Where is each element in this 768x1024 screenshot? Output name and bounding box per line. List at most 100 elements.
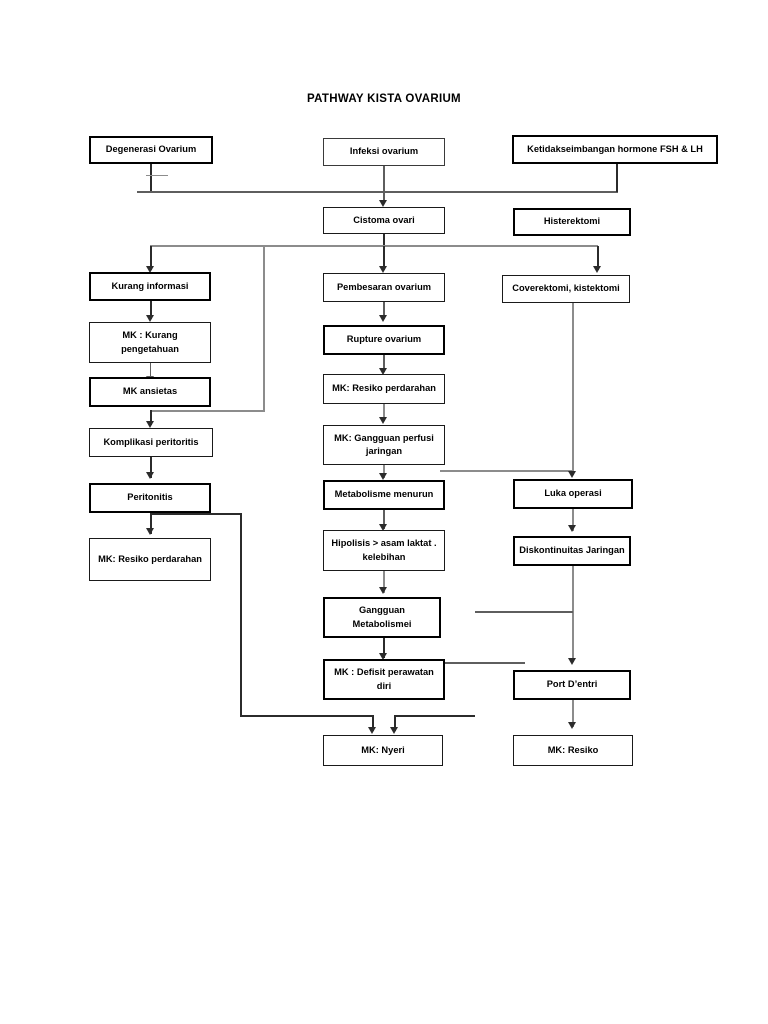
- arrow-into-mk-resiko-right: [568, 722, 576, 729]
- connector-nyeri-right-drop: [394, 715, 396, 731]
- connector-hipolisis-down: [383, 571, 385, 593]
- arrow-into-mk-kurang-pengetahuan: [146, 315, 154, 322]
- arrow-into-metabolisme-menurun: [379, 473, 387, 480]
- node-label: MK: Resiko: [547, 744, 599, 755]
- node-label: MK : Kurang pengetahuan: [121, 330, 179, 354]
- node-label: MK: Gangguan perfusi jaringan: [334, 432, 434, 456]
- arrow-into-port-dentri: [568, 658, 576, 665]
- node-peritonitis[interactable]: Peritonitis: [89, 483, 211, 513]
- connector-distribution-bar: [150, 245, 598, 247]
- connector-luka-operasi-down: [572, 509, 574, 531]
- connector-diskontinuitas-down: [572, 566, 574, 662]
- node-port-dentri[interactable]: Port D’entri: [513, 670, 631, 700]
- arrow-into-pembesaran-ovarium: [379, 266, 387, 273]
- arrow-into-mk-resiko-perdarahan-center: [379, 368, 387, 375]
- node-label: Metabolisme menurun: [334, 489, 434, 500]
- connector-mk-resiko-down: [383, 403, 385, 421]
- node-metabolisme-menurun[interactable]: Metabolisme menurun: [323, 480, 445, 510]
- node-label: MK: Nyeri: [361, 744, 405, 755]
- connector-n1-down: [150, 163, 152, 192]
- connector-nyeri-left-drop: [372, 715, 374, 731]
- connector-peritonitis-to-nyeri-h2: [240, 715, 374, 717]
- connector-defisit-side-h1: [475, 611, 573, 613]
- connector-right-to-nyeri-h: [394, 715, 475, 717]
- connector-peritonitis-to-nyeri-v: [240, 513, 242, 716]
- arrow-into-mk-nyeri-left: [368, 727, 376, 734]
- connector-n3-down: [616, 163, 618, 192]
- connector-defisit-side-h2: [420, 662, 525, 664]
- node-coverektomi-kistektomi[interactable]: Coverektomi, kistektomi: [502, 275, 630, 303]
- connector-n2-down: [383, 165, 385, 202]
- node-label: Diskontinuitas Jaringan: [519, 545, 625, 556]
- arrow-into-luka-operasi: [568, 471, 576, 478]
- connector-komplikasi-drop: [150, 410, 152, 425]
- node-kurang-informasi[interactable]: Kurang informasi: [89, 272, 211, 301]
- node-label: Gangguan Metabolismei: [352, 605, 412, 629]
- node-label: Ketidakseimbangan hormone FSH & LH: [527, 143, 703, 154]
- node-label: Coverektomi, kistektomi: [512, 283, 620, 294]
- node-luka-operasi[interactable]: Luka operasi: [513, 479, 633, 509]
- node-label: MK: Resiko perdarahan: [98, 553, 202, 564]
- connector-metabolisme-down: [383, 509, 385, 529]
- node-mk-ansietas[interactable]: MK ansietas: [89, 377, 211, 407]
- connector-port-dentri-down: [572, 700, 574, 727]
- node-degenerasi-ovarium[interactable]: Degenerasi Ovarium: [89, 136, 213, 164]
- connector-cistoma-to-komplikasi-vertical: [263, 246, 265, 412]
- connector-komplikasi-down: [150, 456, 152, 478]
- connector-perfusi-to-luka-operasi: [440, 470, 574, 472]
- arrow-into-mk-defisit-perawatan: [379, 653, 387, 660]
- arrow-into-hipolisis: [379, 524, 387, 531]
- node-label: Port D’entri: [546, 679, 598, 690]
- node-label: Hipolisis > asam laktat . kelebihan: [331, 538, 437, 562]
- arrow-into-kurang-informasi: [146, 266, 154, 273]
- node-label: Peritonitis: [127, 492, 173, 503]
- node-label: Degenerasi Ovarium: [105, 144, 197, 155]
- connector-to-kurang-informasi: [150, 246, 152, 270]
- connector-n1-stub: [146, 175, 168, 177]
- connector-gangguan-perfusi-down: [383, 464, 385, 478]
- node-diskontinuitas-jaringan[interactable]: Diskontinuitas Jaringan: [513, 536, 631, 566]
- node-label: Rupture ovarium: [346, 334, 422, 345]
- connector-pembesaran-down: [383, 301, 385, 319]
- node-mk-resiko-perdarahan-left[interactable]: MK: Resiko perdarahan: [89, 538, 211, 581]
- connector-to-coverektomi: [597, 246, 599, 270]
- connector-peritonitis-to-nyeri-h1: [150, 513, 242, 515]
- arrow-into-diskontinuitas: [568, 525, 576, 532]
- connector-gangguan-metabolismei-down: [383, 638, 385, 658]
- node-rupture-ovarium[interactable]: Rupture ovarium: [323, 325, 445, 355]
- node-infeksi-ovarium[interactable]: Infeksi ovarium: [323, 138, 445, 166]
- arrow-into-coverektomi: [593, 266, 601, 273]
- node-label: Cistoma ovari: [353, 214, 415, 225]
- connector-kurang-informasi-down: [150, 301, 152, 319]
- arrow-into-mk-resiko-perdarahan-left: [146, 528, 154, 535]
- node-mk-defisit-perawatan-diri[interactable]: MK : Defisit perawatan diri: [323, 659, 445, 700]
- node-label: Pembesaran ovarium: [336, 281, 432, 292]
- node-hipolisis-asam-laktat[interactable]: Hipolisis > asam laktat . kelebihan: [323, 530, 445, 571]
- arrow-into-rupture-ovarium: [379, 315, 387, 322]
- node-label: MK: Resiko perdarahan: [332, 383, 436, 394]
- node-cistoma-ovari[interactable]: Cistoma ovari: [323, 207, 445, 234]
- arrow-into-mk-gangguan-perfusi: [379, 417, 387, 424]
- node-mk-resiko-right[interactable]: MK: Resiko: [513, 735, 633, 766]
- arrow-into-komplikasi-peritoritis: [146, 421, 154, 428]
- node-pembesaran-ovarium[interactable]: Pembesaran ovarium: [323, 273, 445, 302]
- node-label: Luka operasi: [544, 488, 602, 499]
- node-ketidakseimbangan-hormone[interactable]: Ketidakseimbangan hormone FSH & LH: [512, 135, 718, 164]
- connector-to-pembesaran-ovarium: [383, 246, 385, 270]
- node-mk-gangguan-perfusi-jaringan[interactable]: MK: Gangguan perfusi jaringan: [323, 425, 445, 465]
- node-mk-kurang-pengetahuan[interactable]: MK : Kurang pengetahuan: [89, 322, 211, 363]
- connector-manifold-top: [137, 191, 618, 193]
- node-label: Infeksi ovarium: [349, 146, 419, 157]
- node-komplikasi-peritoritis[interactable]: Komplikasi peritoritis: [89, 428, 213, 457]
- node-gangguan-metabolismei[interactable]: Gangguan Metabolismei: [323, 597, 441, 638]
- connector-mk-kurang-pengetahuan-down: [150, 362, 152, 380]
- node-mk-nyeri[interactable]: MK: Nyeri: [323, 735, 443, 766]
- node-mk-resiko-perdarahan-center[interactable]: MK: Resiko perdarahan: [323, 374, 445, 404]
- node-label: Komplikasi peritoritis: [103, 436, 199, 447]
- page-title: PATHWAY KISTA OVARIUM: [307, 93, 461, 105]
- connector-rupture-down: [383, 354, 385, 372]
- connector-peritonitis-down: [150, 512, 152, 534]
- node-label: MK : Defisit perawatan diri: [334, 667, 434, 691]
- node-histerektomi[interactable]: Histerektomi: [513, 208, 631, 236]
